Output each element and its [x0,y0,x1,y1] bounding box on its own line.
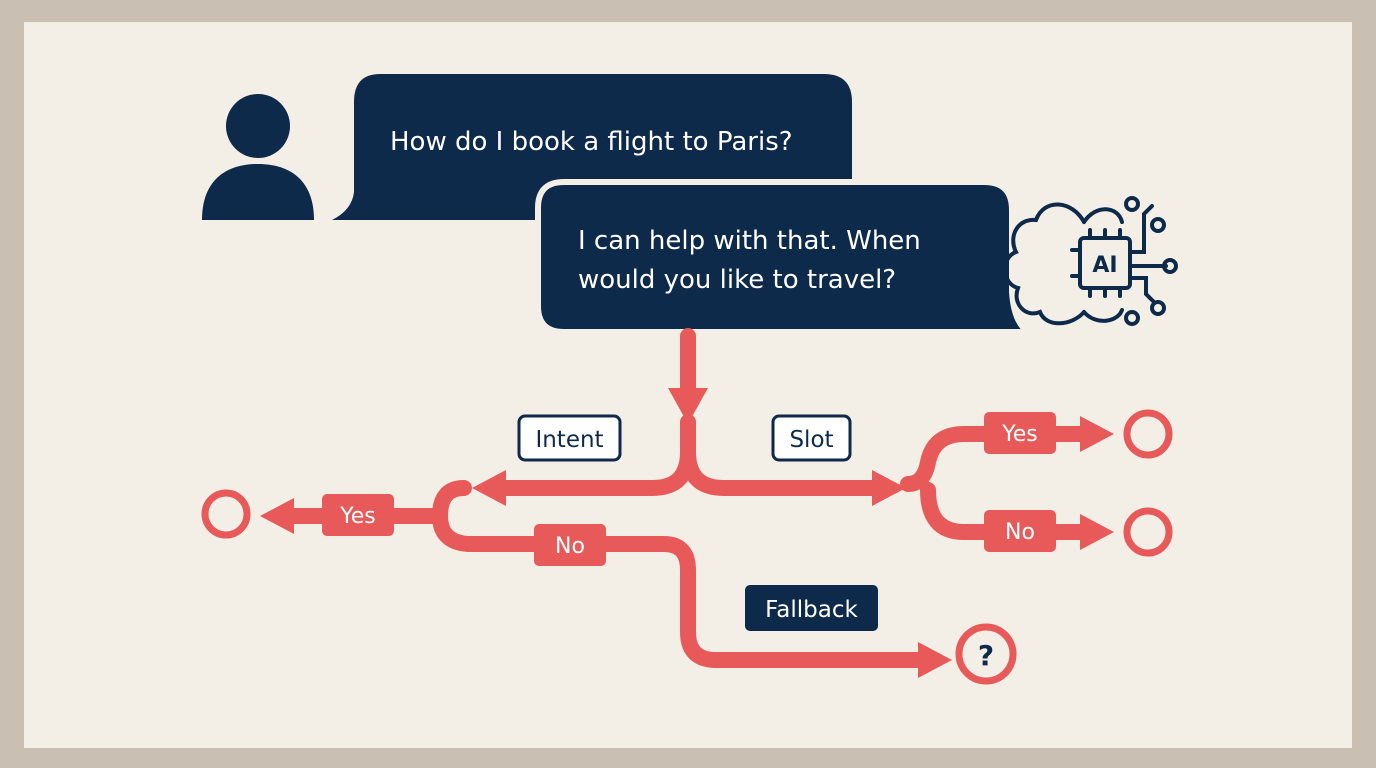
intent-yes-label: Yes [339,504,376,529]
intent-arrow-head [472,470,506,506]
ai-chip-label: AI [1092,253,1117,278]
fallback-label: Fallback [765,597,858,623]
bot-message-line1: I can help with that. When [578,226,921,256]
flow-arrowheads [260,388,1114,678]
slot-yes-arrow-head [1080,416,1114,452]
user-message-text: How do I book a flight to Paris? [390,127,793,157]
slot-label: Slot [789,427,833,453]
question-mark-icon: ? [978,639,994,672]
brain-chip-icon: AI [1003,196,1178,326]
intent-label: Intent [535,427,603,453]
fallback-arrow-head [918,642,952,678]
bot-message-bubble: I can help with that. When would you lik… [535,179,1038,335]
intent-node: Intent [517,414,622,462]
slot-yes-end-circle [1123,409,1173,459]
user-avatar-icon [202,94,314,220]
bot-message-line2: would you like to travel? [578,265,896,295]
slot-no-tag: No [984,510,1056,552]
flow-diagram: How do I book a flight to Paris? I can h… [201,74,1178,685]
slot-no-end-circle [1123,507,1173,557]
down-arrow-head [668,388,708,424]
slot-node: Slot [771,414,852,462]
terminal-nodes [201,409,1173,685]
flow-connectors [274,328,1098,668]
intent-no-label: No [555,534,585,559]
diagram-canvas: How do I book a flight to Paris? I can h… [24,22,1352,748]
intent-yes-arrow-head [260,498,294,534]
slot-no-arrow-head [1080,514,1114,550]
intent-yes-tag: Yes [322,494,394,536]
slot-no-label: No [1005,520,1035,545]
slot-yes-tag: Yes [984,412,1056,454]
intent-yes-end-circle [201,489,251,539]
slot-arrow-head [872,470,906,506]
slot-yes-label: Yes [1001,422,1038,447]
fallback-node: Fallback [745,585,878,631]
fallback-end-circle [955,623,1017,685]
intent-no-tag: No [534,524,606,566]
